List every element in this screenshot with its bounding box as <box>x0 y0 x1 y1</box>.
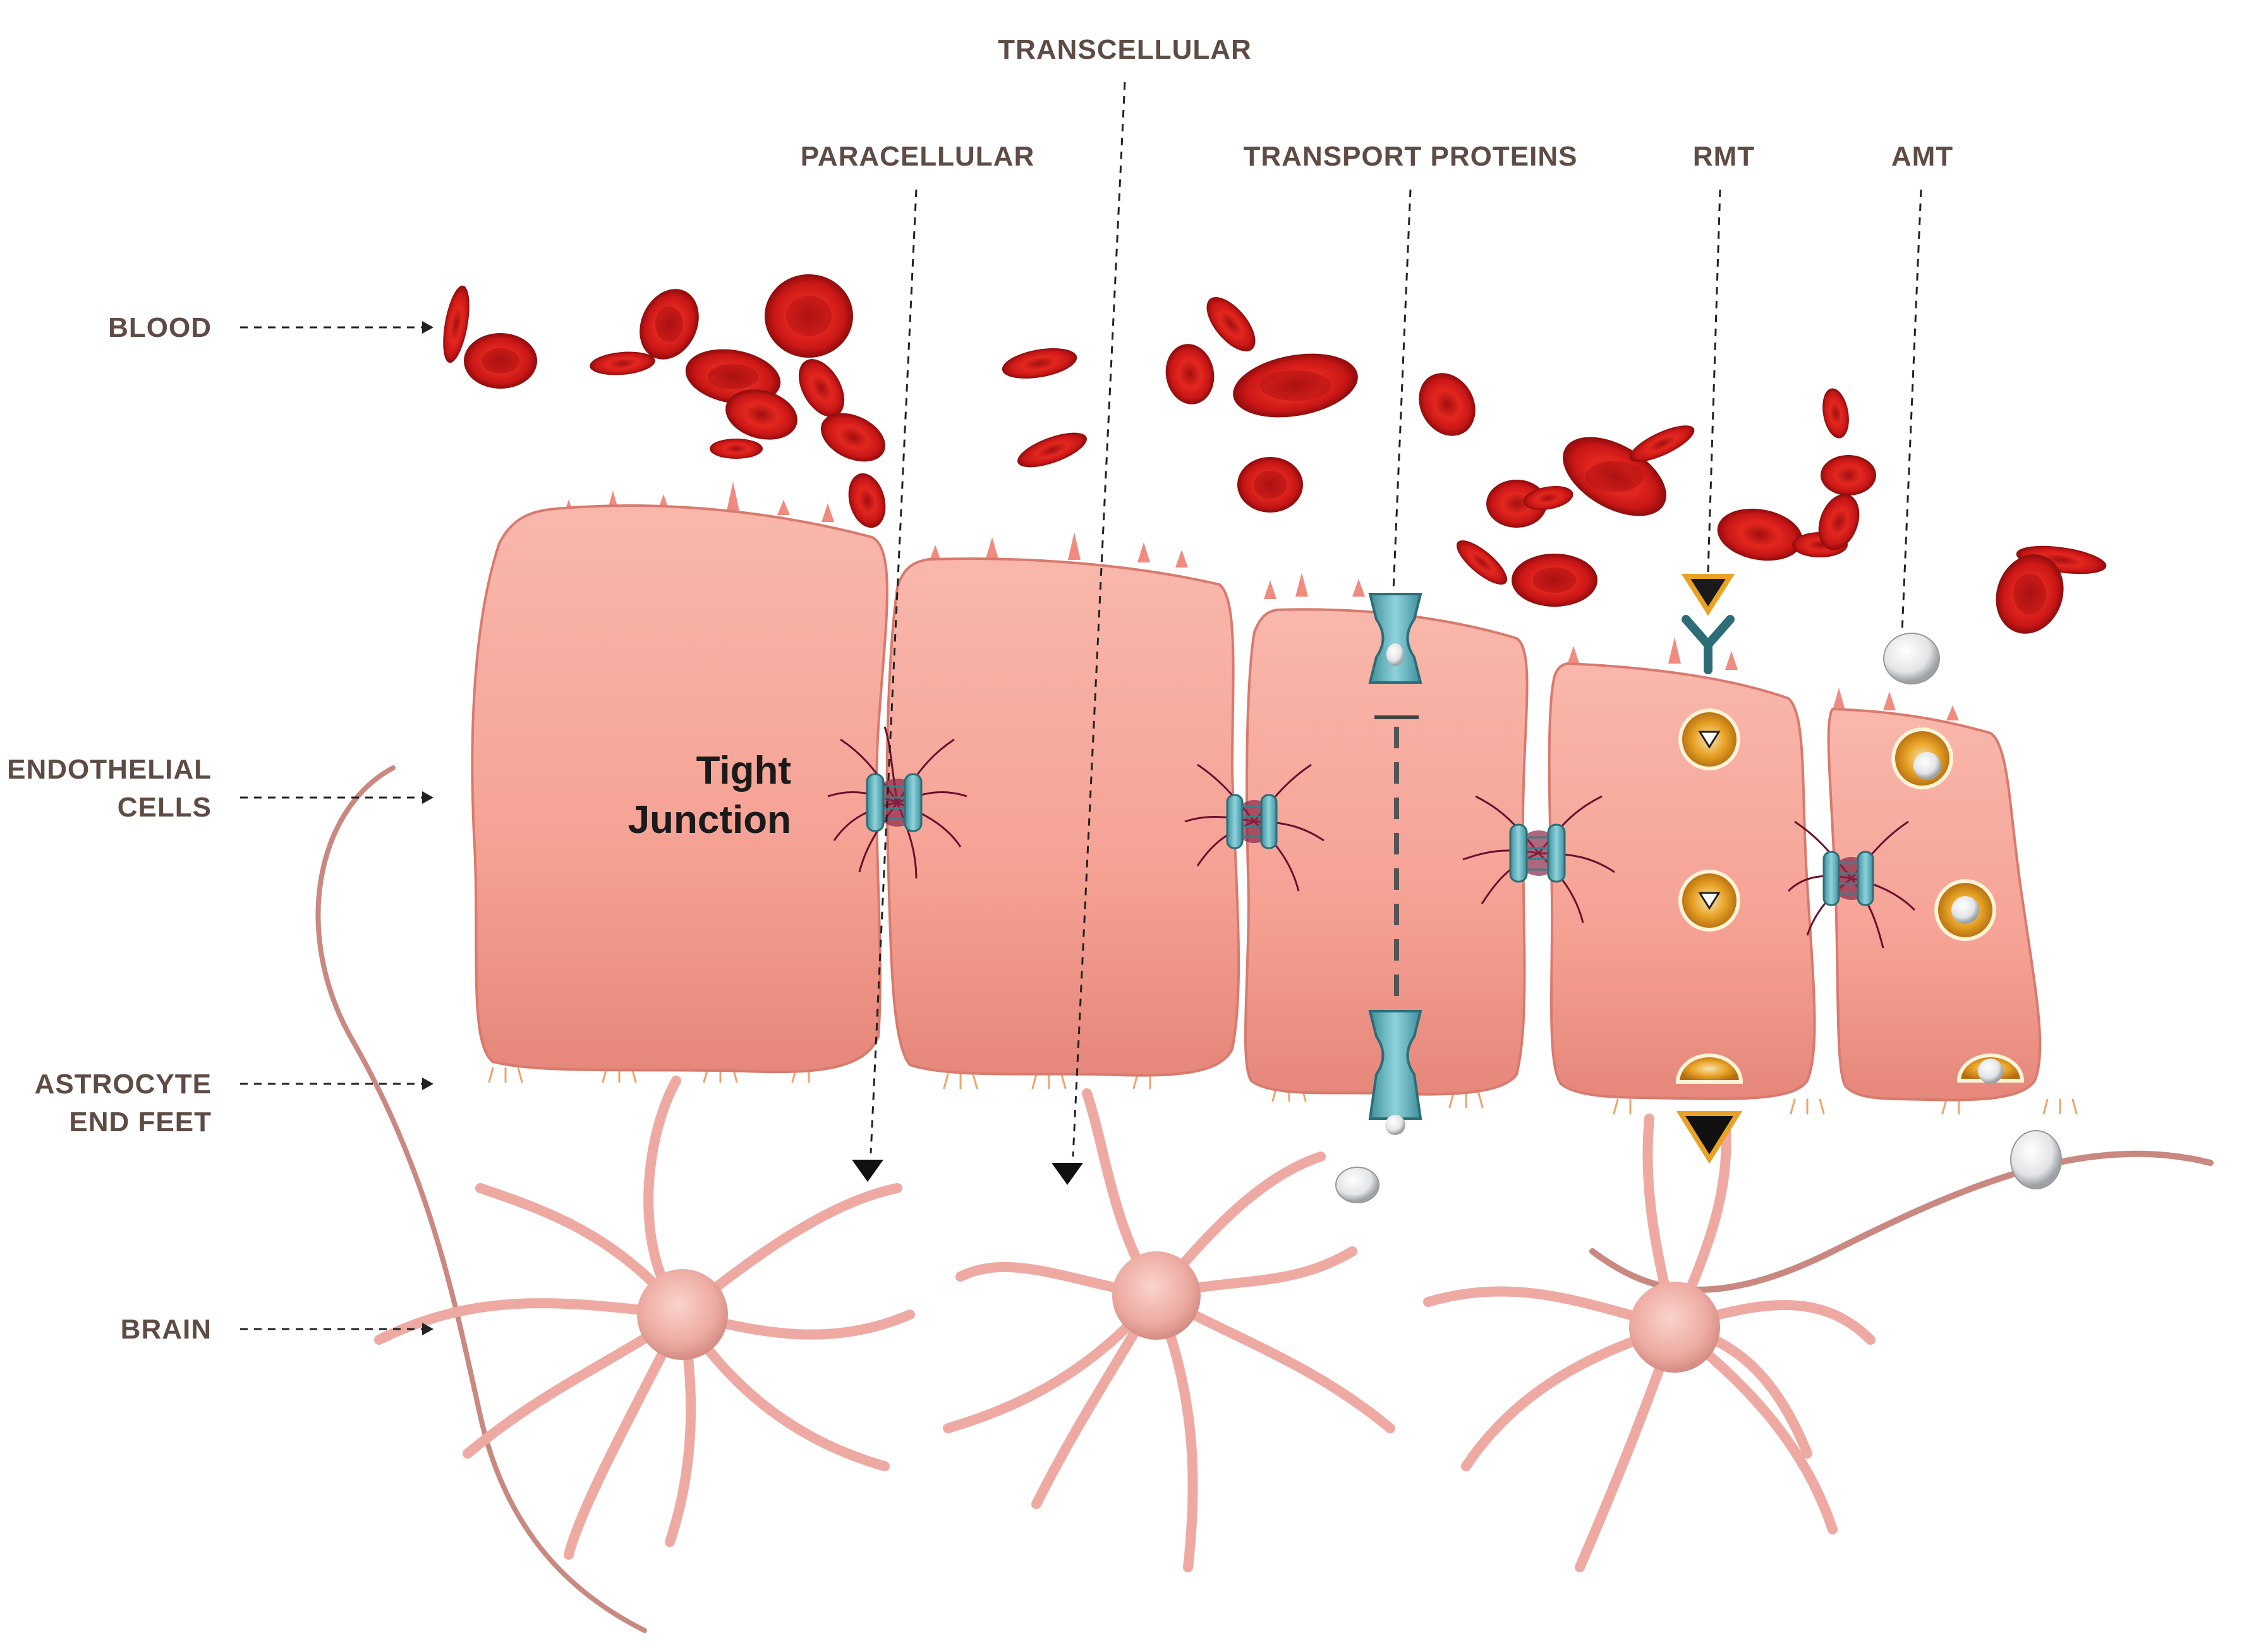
transport-protein-bottom <box>1368 1010 1422 1135</box>
endothelial-cell <box>885 557 1240 1077</box>
red-blood-cell <box>1822 388 1849 439</box>
label-paracellular: PARACELLULAR <box>801 141 1035 172</box>
tight-junction <box>1462 795 1615 923</box>
amt-molecule-released <box>2010 1130 2062 1189</box>
endothelial-cell <box>1244 608 1529 1096</box>
label-tight-junction-line1: Tight <box>696 749 791 793</box>
endothelial-cell <box>471 504 888 1074</box>
red-blood-cell <box>464 333 537 389</box>
endothelial-cell <box>1548 662 1816 1100</box>
astrocyte-soma <box>1629 1282 1720 1373</box>
red-blood-cell <box>1233 353 1358 418</box>
red-blood-cell <box>1002 348 1077 379</box>
red-blood-cell <box>1629 425 1695 462</box>
tight-junction <box>1184 763 1325 892</box>
label-transport-proteins: TRANSPORT PROTEINS <box>1244 141 1578 172</box>
red-blood-cell <box>1456 540 1508 585</box>
label-blood: BLOOD <box>108 312 212 343</box>
label-rmt: RMT <box>1693 141 1755 172</box>
transport-protein-top <box>1368 593 1422 684</box>
transported-molecule <box>1335 1167 1379 1203</box>
red-blood-cell <box>1821 455 1876 495</box>
label-astrocyte-line2: END FEET <box>69 1107 212 1138</box>
label-amt: AMT <box>1891 141 1953 172</box>
receptor-icon <box>1682 615 1735 674</box>
label-brain: BRAIN <box>121 1314 212 1345</box>
red-blood-cell <box>1237 457 1303 513</box>
label-endothelial-line2: CELLS <box>118 792 212 823</box>
red-blood-cell <box>1818 494 1860 550</box>
label-endothelial-line1: ENDOTHELIAL <box>7 754 212 785</box>
red-blood-cell <box>765 274 853 358</box>
red-blood-cell <box>710 439 763 459</box>
astrocyte-soma <box>637 1269 728 1360</box>
rmt-release-arrow <box>1676 1111 1743 1164</box>
red-blood-cell <box>590 351 655 375</box>
red-blood-cell <box>1996 554 2064 634</box>
red-blood-cell <box>1523 485 1573 511</box>
red-blood-cell <box>820 413 886 462</box>
label-transcellular: TRANSCELLULAR <box>998 34 1252 65</box>
rmt-pathway <box>1675 574 1743 1164</box>
red-blood-cell <box>443 285 470 363</box>
red-blood-cell <box>1017 432 1087 468</box>
transport-proteins <box>1335 593 1422 1203</box>
astrocytes <box>315 765 2214 1633</box>
red-blood-cell <box>1717 508 1803 561</box>
endothelial-cell <box>1827 707 2042 1102</box>
red-blood-cell <box>798 359 845 417</box>
pointer-lines <box>240 82 1922 1335</box>
red-blood-cell <box>725 389 797 440</box>
rmt-ligand-arrow <box>1681 574 1735 616</box>
label-tight-junction-line2: Junction <box>628 798 791 842</box>
labels: BLOOD ENDOTHELIAL CELLS ASTROCYTE END FE… <box>7 34 1953 1345</box>
astrocyte-end-feet <box>488 1067 2078 1115</box>
red-blood-cell <box>640 289 699 360</box>
label-astrocyte-line1: ASTROCYTE <box>35 1069 212 1100</box>
amt-molecule <box>1883 633 1940 684</box>
astrocyte-soma <box>1112 1251 1201 1340</box>
tight-junction <box>827 726 967 879</box>
endothelial-cells <box>471 482 2042 1102</box>
rmt-vesicle-exocytosis <box>1675 1054 1743 1084</box>
red-blood-cells <box>443 274 2107 634</box>
amt-pathway <box>1883 633 2062 1189</box>
tight-junction <box>1787 820 1916 949</box>
red-blood-cell <box>1206 297 1256 351</box>
red-blood-cell <box>1419 373 1476 436</box>
red-blood-cell <box>848 473 886 528</box>
red-blood-cell <box>1512 554 1597 607</box>
red-blood-cell <box>1165 344 1215 404</box>
tight-junctions <box>827 726 1916 949</box>
